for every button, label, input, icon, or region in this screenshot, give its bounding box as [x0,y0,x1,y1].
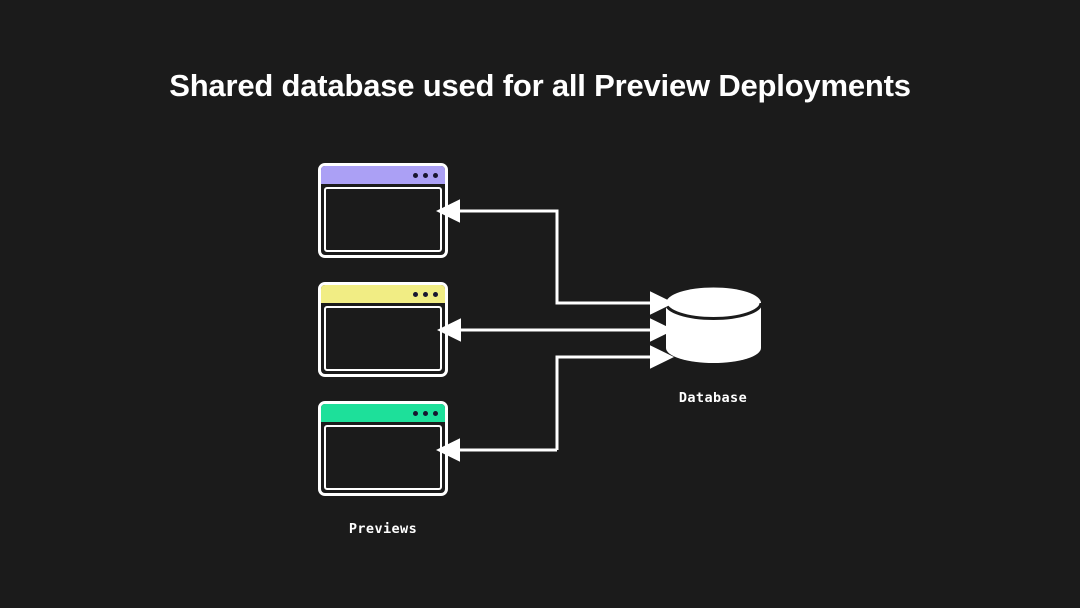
window-dot-icon [433,172,438,178]
connector-preview-1 [436,199,674,315]
connector-preview-3 [436,345,674,462]
database-node[interactable] [664,286,763,366]
window-dot-icon [423,172,428,178]
window-dot-icon [413,172,418,178]
window-dot-icon [423,410,428,416]
preview-window-1-body [324,187,442,252]
window-dots-icon [413,172,438,178]
window-dot-icon [423,291,428,297]
page-title: Shared database used for all Preview Dep… [169,68,911,103]
preview-window-3[interactable] [318,401,448,496]
database-cylinder-icon [664,287,763,363]
preview-window-3-titlebar [321,404,445,422]
preview-window-2-titlebar [321,285,445,303]
preview-window-2-body [324,306,442,371]
preview-window-1[interactable] [318,163,448,258]
preview-window-1-titlebar [321,166,445,184]
preview-window-3-body [324,425,442,490]
window-dots-icon [413,291,438,297]
window-dot-icon [433,410,438,416]
window-dot-icon [413,291,418,297]
window-dots-icon [413,410,438,416]
window-dot-icon [433,291,438,297]
database-label: Database [678,390,748,406]
window-dot-icon [413,410,418,416]
previews-group-label: Previews [348,521,418,537]
preview-window-2[interactable] [318,282,448,377]
